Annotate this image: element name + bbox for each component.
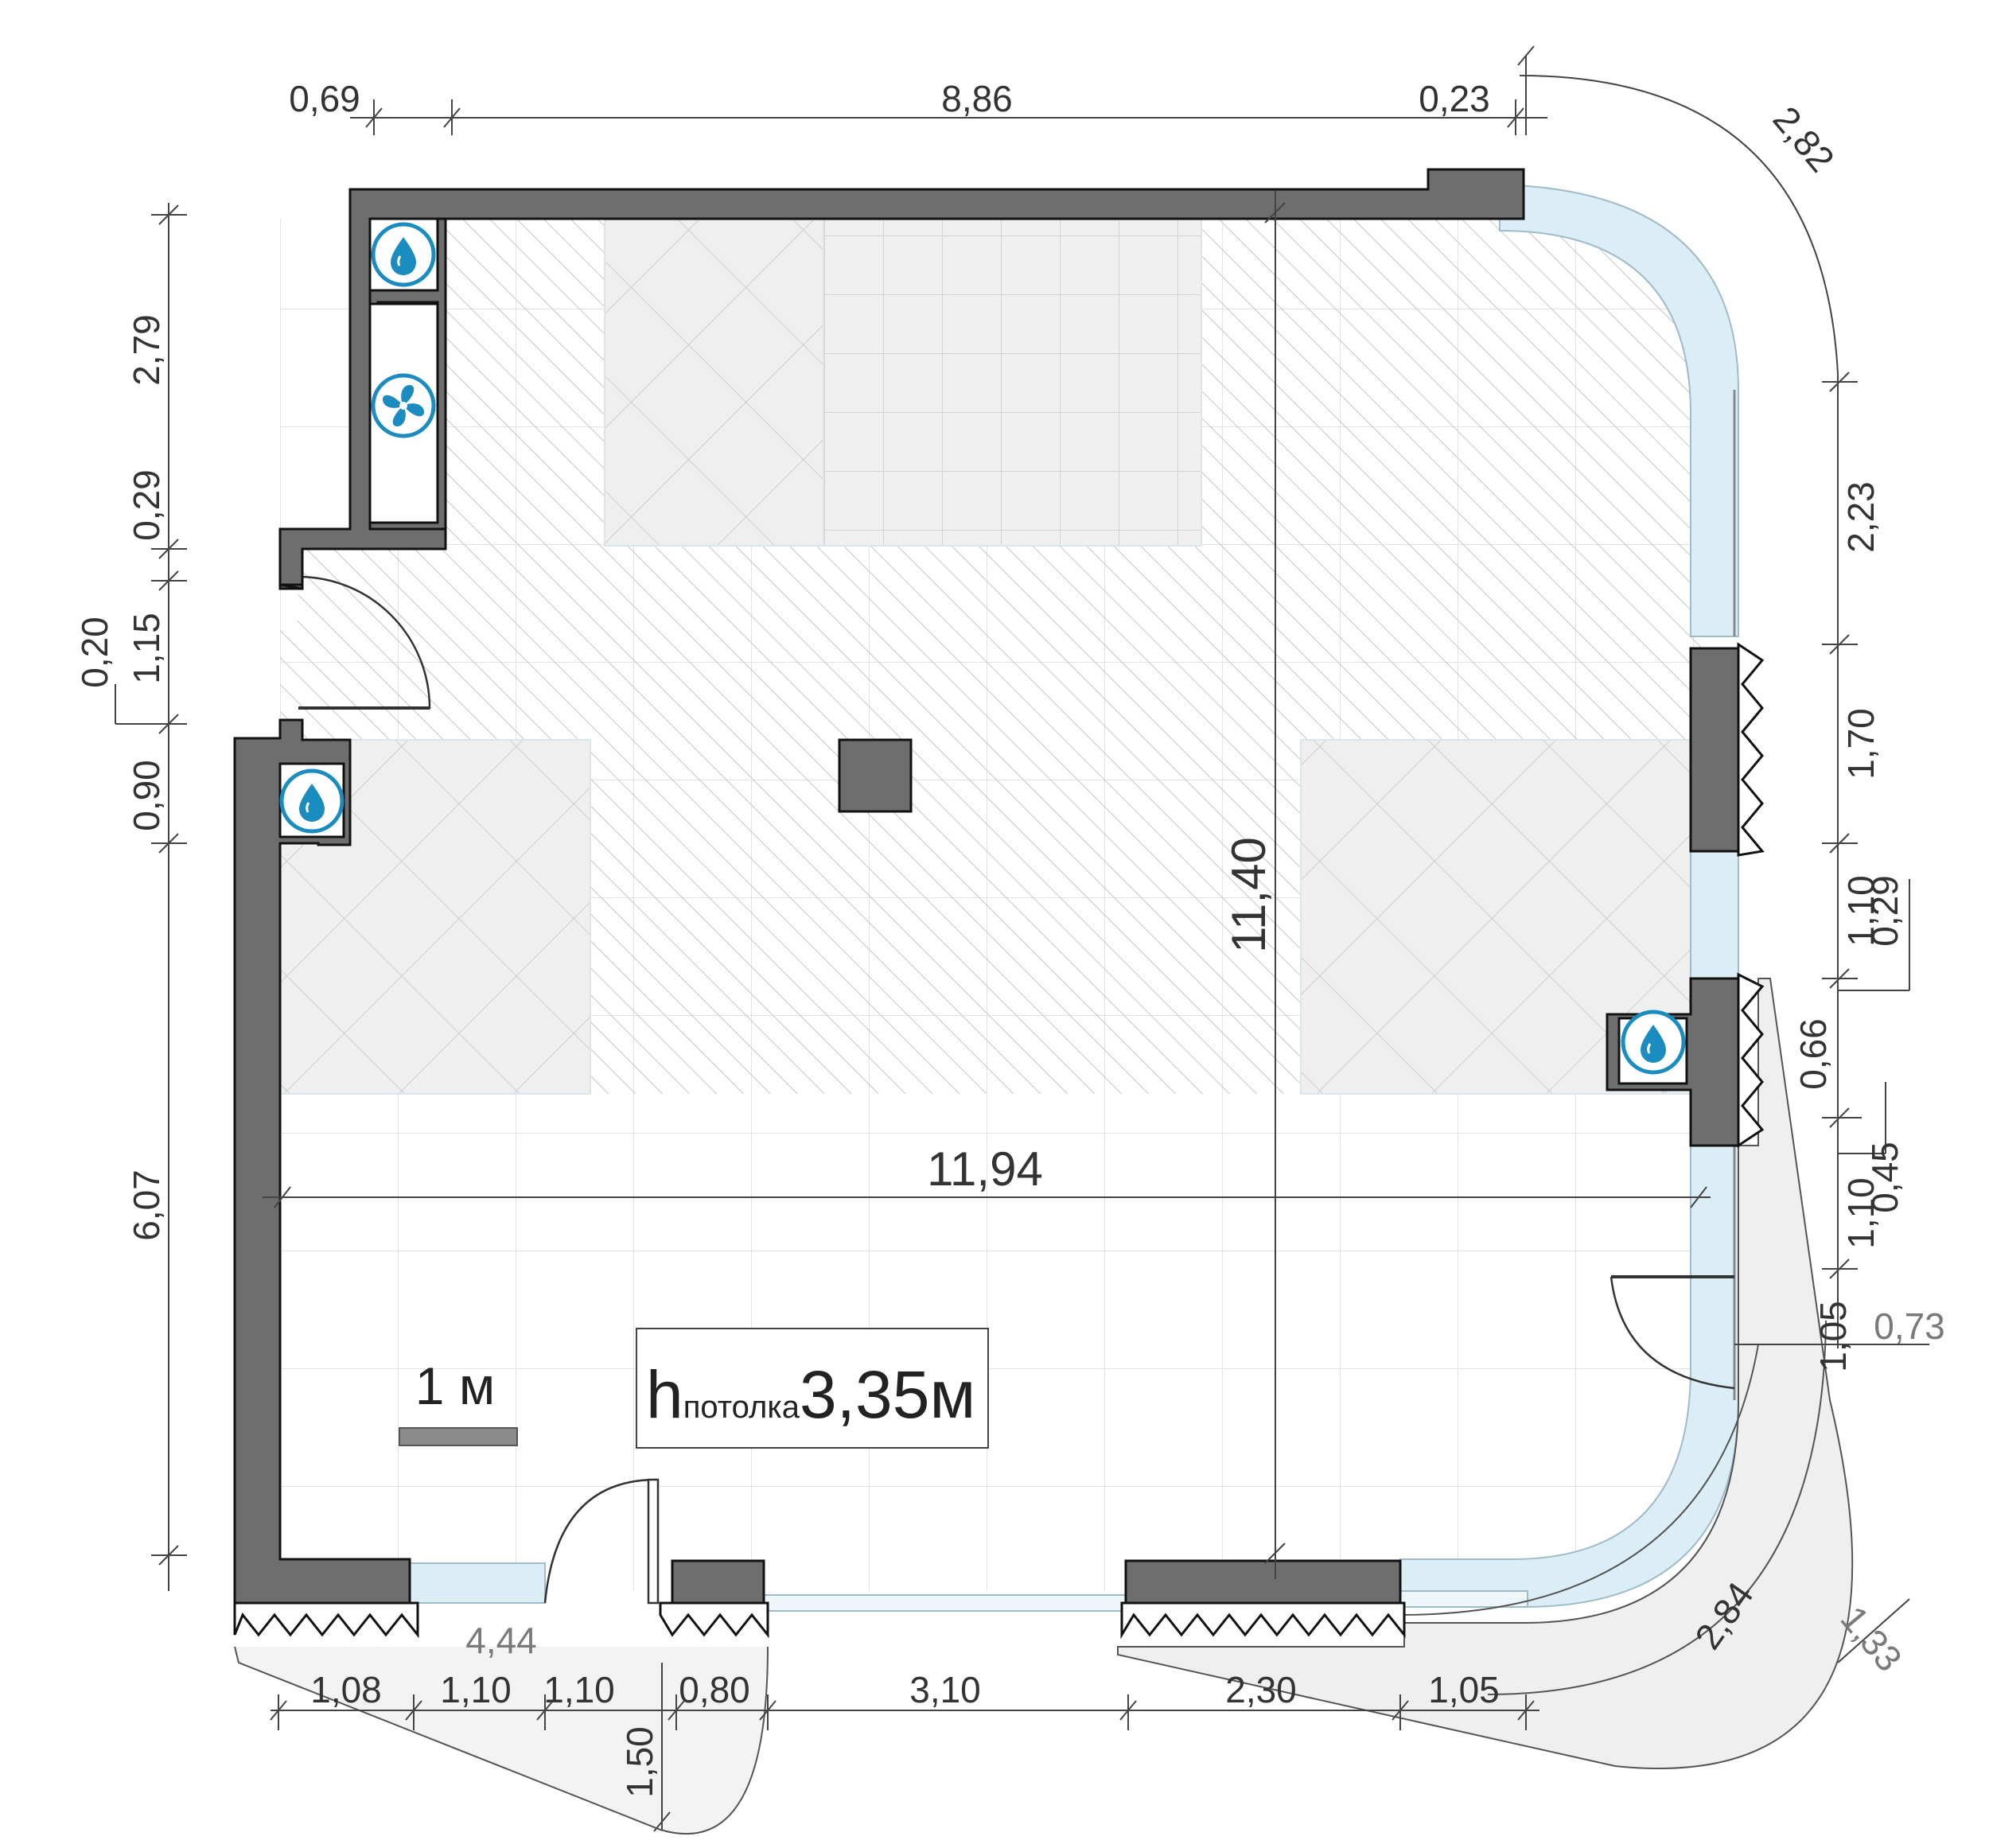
wall-top bbox=[278, 168, 1525, 590]
dim-left-2-79: 2,79 bbox=[126, 314, 167, 386]
glass-bottom-mid bbox=[763, 1594, 1127, 1612]
glass-right-mid bbox=[1690, 850, 1739, 987]
dim-right-1-70: 1,70 bbox=[1840, 708, 1882, 780]
glazing bbox=[409, 183, 1739, 1612]
dim-right-0-29: 0,29 bbox=[1864, 875, 1905, 947]
ceiling-value: 3,35м bbox=[800, 1357, 975, 1432]
glass-curve-top-right bbox=[1499, 183, 1739, 637]
dim-left-6-07: 6,07 bbox=[126, 1169, 167, 1241]
ceiling-prefix: h bbox=[646, 1357, 683, 1432]
scale-bar-rect bbox=[399, 1427, 518, 1446]
wall-left-stub bbox=[279, 583, 304, 590]
dim-right-0-45: 0,45 bbox=[1864, 1142, 1905, 1213]
water-drop-icon bbox=[279, 768, 344, 834]
dim-left-0-90: 0,90 bbox=[126, 760, 167, 831]
zigzag-bottom-right bbox=[1120, 1601, 1406, 1640]
arc-bottom-right-outer bbox=[1487, 1320, 1827, 1695]
zigzag-right-upper bbox=[1737, 642, 1765, 857]
dim-top-0-69: 0,69 bbox=[289, 78, 360, 119]
arc-top-right bbox=[1519, 75, 1839, 375]
insulation bbox=[233, 642, 1765, 1640]
zigzag-bottom-mid bbox=[659, 1601, 769, 1639]
dim-left-0-20: 0,20 bbox=[74, 617, 115, 688]
dim-left-0-29: 0,29 bbox=[126, 469, 167, 541]
water-drop-icon bbox=[371, 222, 436, 287]
ceiling-label: hпотолка3,35м bbox=[646, 1357, 975, 1432]
dim-right-1-10-b: 1,10 bbox=[1840, 1177, 1882, 1249]
door-leaf-bottom bbox=[647, 1478, 660, 1605]
dim-bottom-4-44: 4,44 bbox=[465, 1620, 537, 1661]
terrace-bottom-right bbox=[1117, 978, 1854, 1769]
dim-right-1-05: 1,05 bbox=[1812, 1301, 1854, 1372]
dim-center-11-40: 11,40 bbox=[1222, 837, 1275, 953]
dim-arc-2-82: 2,82 bbox=[1765, 99, 1843, 180]
door-balcony-bottom bbox=[543, 1478, 657, 1604]
tile-zone-top-grid bbox=[823, 219, 1202, 547]
column bbox=[838, 738, 913, 813]
dim-right-2-23: 2,23 bbox=[1840, 481, 1882, 553]
wall-right-upper bbox=[1689, 647, 1740, 853]
dim-bottom-1-05: 1,05 bbox=[1428, 1669, 1500, 1710]
tile-zone-top-left bbox=[604, 219, 824, 547]
arc-bottom-right-inner bbox=[1399, 1344, 1759, 1616]
dim-center-11-94: 11,94 bbox=[927, 1142, 1043, 1196]
dimension-lines bbox=[115, 45, 1929, 1832]
dim-bottom-2-30: 2,30 bbox=[1225, 1669, 1297, 1710]
dim-right-1-10-a: 1,10 bbox=[1840, 875, 1882, 947]
ceiling-height-box: hпотолка3,35м bbox=[636, 1328, 989, 1449]
scale-bar: 1 м bbox=[399, 1356, 518, 1446]
terraces bbox=[234, 75, 1854, 1835]
door-balcony-right bbox=[1609, 1276, 1735, 1390]
dim-bottom-1-50: 1,50 bbox=[619, 1726, 660, 1798]
wall-left bbox=[233, 718, 411, 1605]
wall-bottom-right bbox=[1124, 1559, 1402, 1605]
dim-right-0-66: 0,66 bbox=[1792, 1018, 1834, 1090]
doors bbox=[298, 575, 1735, 1605]
wall-bottom-mid bbox=[671, 1559, 765, 1605]
fan-icon bbox=[371, 373, 436, 438]
zigzag-bottom-left bbox=[233, 1601, 419, 1639]
dim-bottom-3-10: 3,10 bbox=[909, 1669, 981, 1710]
scale-label: 1 м bbox=[415, 1356, 495, 1415]
dim-top-0-23: 0,23 bbox=[1419, 78, 1490, 119]
door-entrance-left bbox=[298, 575, 431, 710]
dim-bottom-0-80: 0,80 bbox=[679, 1669, 750, 1710]
glass-bottom-left bbox=[409, 1562, 546, 1604]
zigzag-right-lower bbox=[1737, 972, 1765, 1148]
dim-left-1-15: 1,15 bbox=[126, 613, 167, 684]
dim-bottom-1-10-a: 1,10 bbox=[440, 1669, 512, 1710]
ceiling-box-frame bbox=[636, 1328, 989, 1449]
ceiling-subscript: потолка bbox=[683, 1390, 800, 1425]
dim-right-0-73: 0,73 bbox=[1874, 1305, 1945, 1347]
dim-bottom-1-08: 1,08 bbox=[310, 1669, 382, 1710]
dim-top-8-86: 8,86 bbox=[941, 78, 1013, 119]
water-drop-icon bbox=[1621, 1010, 1686, 1075]
terrace-bottom-left bbox=[234, 1646, 769, 1835]
dim-bottom-1-10-b: 1,10 bbox=[543, 1669, 615, 1710]
